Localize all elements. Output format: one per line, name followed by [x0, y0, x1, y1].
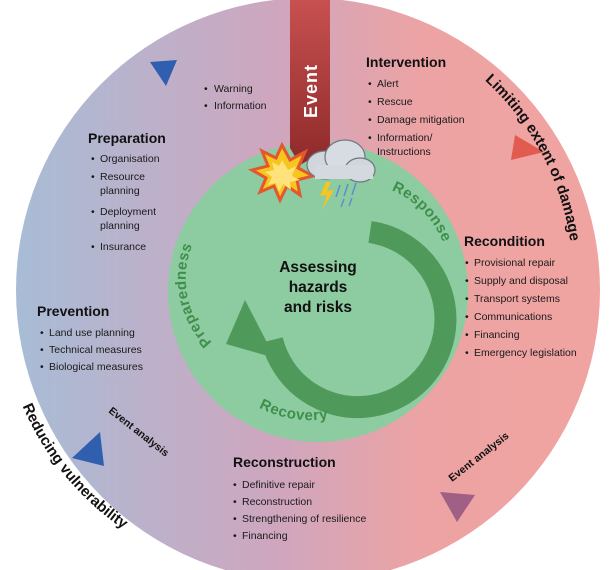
- bullet: •: [91, 171, 95, 183]
- reconstruction-section: Reconstruction • Definitive repair • Rec…: [233, 454, 366, 542]
- arrow-purple-bottom-icon: [440, 492, 475, 522]
- bullet: •: [368, 132, 372, 144]
- center-line-1: Assessing: [279, 259, 357, 276]
- reconstruction-title: Reconstruction: [233, 454, 336, 470]
- preparation-section: Preparation • Organisation • Resource pl…: [88, 130, 166, 253]
- recondition-title: Recondition: [464, 233, 545, 249]
- prevention-item: Biological measures: [49, 361, 143, 373]
- bullet: •: [233, 513, 237, 525]
- intervention-item: Damage mitigation: [377, 114, 465, 126]
- reconstruction-item: Definitive repair: [242, 479, 315, 491]
- recondition-item: Transport systems: [474, 293, 560, 305]
- bullet: •: [233, 479, 237, 491]
- preparation-item-cont: planning: [100, 185, 140, 197]
- center-line-2: hazards: [289, 279, 348, 296]
- bullet: •: [368, 78, 372, 90]
- intervention-title: Intervention: [366, 54, 446, 70]
- bullet: •: [40, 344, 44, 356]
- bullet: •: [91, 153, 95, 165]
- bullet: •: [204, 83, 208, 95]
- bullet: •: [465, 311, 469, 323]
- bullet: •: [233, 530, 237, 542]
- bullet: •: [465, 257, 469, 269]
- intervention-item: Information/: [377, 132, 433, 144]
- recondition-item: Emergency legislation: [474, 347, 577, 359]
- bullet: •: [465, 293, 469, 305]
- reconstruction-item: Financing: [242, 530, 288, 542]
- information-item: Information: [214, 100, 267, 112]
- recondition-item: Provisional repair: [474, 257, 556, 269]
- warning-item: Warning: [214, 83, 253, 95]
- bullet: •: [40, 327, 44, 339]
- cycle-arrow-head: [226, 300, 275, 358]
- intervention-item: Rescue: [377, 96, 413, 108]
- arrow-red-right-icon: [511, 135, 544, 160]
- arrow-blue-left-icon: [72, 432, 104, 466]
- preparation-item: Resource: [100, 171, 145, 183]
- recondition-item: Supply and disposal: [474, 275, 568, 287]
- reconstruction-item: Strengthening of resilience: [242, 513, 366, 525]
- prevention-title: Prevention: [37, 303, 109, 319]
- prevention-item: Land use planning: [49, 327, 135, 339]
- recondition-item: Communications: [474, 311, 552, 323]
- preparation-item: Insurance: [100, 241, 146, 253]
- bullet: •: [204, 100, 208, 112]
- preparation-title: Preparation: [88, 130, 166, 146]
- bullet: •: [233, 496, 237, 508]
- preparation-item: Deployment: [100, 206, 156, 218]
- bullet: •: [368, 114, 372, 126]
- warning-section: • Warning • Information: [204, 83, 267, 112]
- prevention-item: Technical measures: [49, 344, 142, 356]
- preparation-item-cont: planning: [100, 220, 140, 232]
- recondition-section: Recondition • Provisional repair • Suppl…: [464, 233, 577, 359]
- bullet: •: [465, 275, 469, 287]
- center-line-3: and risks: [284, 299, 352, 316]
- bullet: •: [368, 96, 372, 108]
- event-label: Event: [301, 64, 321, 118]
- intervention-section: Intervention • Alert • Rescue • Damage m…: [366, 54, 465, 158]
- event-banner: [290, 0, 330, 165]
- bullet: •: [91, 241, 95, 253]
- bullet: •: [465, 329, 469, 341]
- recondition-item: Financing: [474, 329, 520, 341]
- intervention-item: Alert: [377, 78, 399, 90]
- bullet: •: [465, 347, 469, 359]
- intervention-item-cont: Instructions: [377, 146, 431, 158]
- bullet: •: [91, 206, 95, 218]
- cycle-arrow: [261, 221, 457, 419]
- explosion-icon: [248, 141, 318, 204]
- bullet: •: [40, 361, 44, 373]
- arrow-blue-top-icon: [150, 60, 177, 86]
- inner-circle: [168, 142, 468, 442]
- reconstruction-item: Reconstruction: [242, 496, 312, 508]
- prevention-section: Prevention • Land use planning • Technic…: [37, 303, 143, 373]
- preparation-item: Organisation: [100, 153, 160, 165]
- storm-cloud-icon: [306, 139, 376, 210]
